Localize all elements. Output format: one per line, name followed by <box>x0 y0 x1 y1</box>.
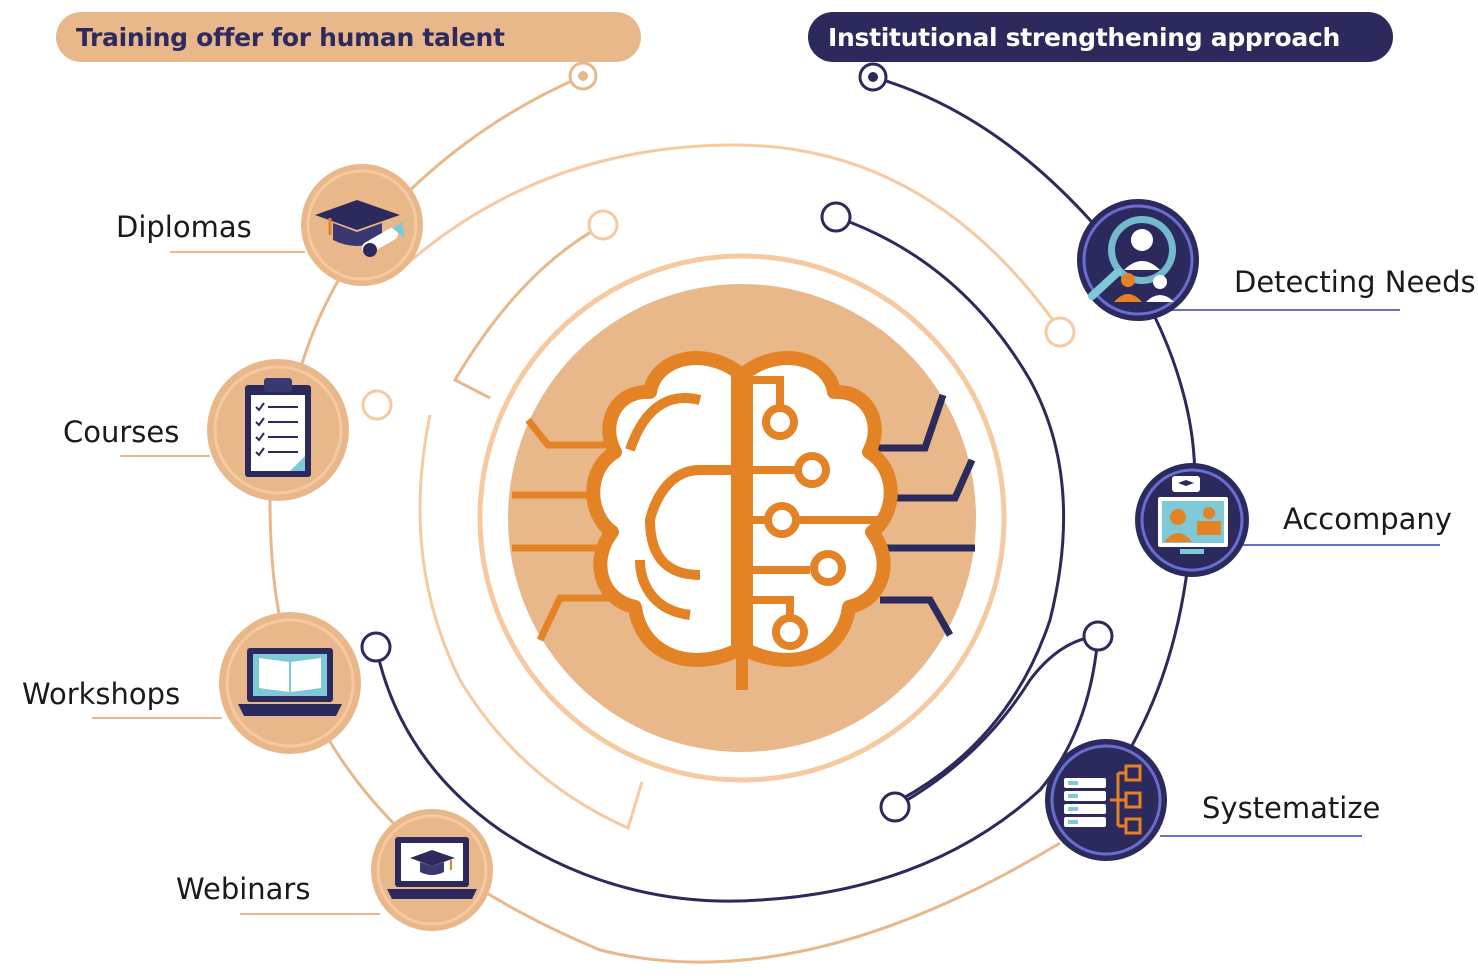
node-dot <box>578 71 588 81</box>
navy-timeline <box>872 75 1197 791</box>
badge-systematize <box>1045 739 1167 861</box>
ring-navy-right <box>835 215 1066 802</box>
training-offer-header: Training offer for human talent <box>56 12 641 62</box>
node-dot <box>587 209 619 241</box>
node-dot <box>820 201 852 233</box>
node-dot <box>879 791 911 823</box>
laptop-graduation-cap-icon <box>387 837 477 899</box>
badge-detecting-needs <box>1077 199 1199 321</box>
label-accompany: Accompany <box>1283 502 1452 536</box>
label-courses: Courses <box>63 415 180 449</box>
node-dot <box>868 72 878 82</box>
node-dot <box>360 631 392 663</box>
database-hierarchy-icon <box>1064 764 1142 835</box>
institutional-approach-header: Institutional strengthening approach <box>808 12 1393 62</box>
badge-workshops <box>219 612 361 754</box>
node-dot <box>1082 620 1114 652</box>
clipboard-checklist-icon <box>245 378 311 477</box>
ring-orange-outer <box>399 143 1062 331</box>
video-call-icon <box>1158 476 1228 554</box>
center-hub <box>477 253 1007 783</box>
label-underlines <box>92 251 1440 915</box>
label-diplomas: Diplomas <box>116 210 252 244</box>
badge-diplomas <box>301 164 423 286</box>
label-workshops: Workshops <box>22 677 181 711</box>
label-systematize: Systematize <box>1202 791 1381 825</box>
laptop-book-icon <box>238 648 342 716</box>
node-dot <box>361 389 393 421</box>
magnifier-people-icon <box>1088 216 1176 302</box>
training-offer-title: Training offer for human talent <box>76 22 505 52</box>
graduation-cap-diploma-icon <box>315 200 405 257</box>
institutional-approach-title: Institutional strengthening approach <box>828 22 1341 52</box>
badge-accompany <box>1135 463 1249 577</box>
brain-circuit-icon <box>586 351 898 690</box>
badge-courses <box>207 359 349 501</box>
badge-webinars <box>371 809 493 931</box>
ring-orange-inner <box>452 223 604 400</box>
node-dot <box>1044 316 1076 348</box>
label-detecting-needs: Detecting Needs <box>1234 265 1476 299</box>
label-webinars: Webinars <box>176 872 311 906</box>
ring-navy-small <box>894 634 1099 809</box>
ring-orange-left <box>418 414 644 831</box>
